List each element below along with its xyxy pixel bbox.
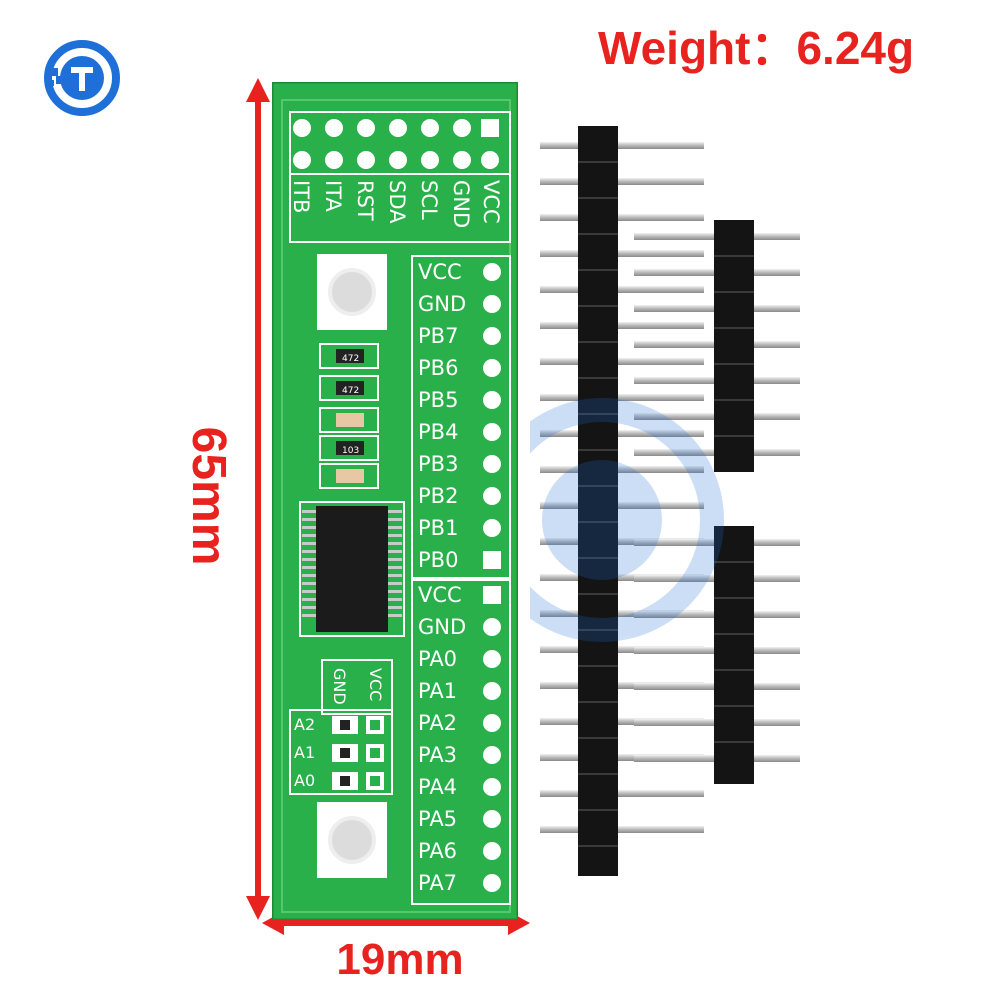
port-a-pin-8: PA6 bbox=[418, 839, 457, 863]
port-a-pin-4: PA2 bbox=[418, 711, 457, 735]
pin-label-itb: ITB bbox=[289, 180, 313, 213]
port-a-pin-3: PA1 bbox=[418, 679, 457, 703]
pin-label-gnd: GND bbox=[449, 180, 473, 228]
pin-label-sda: SDA bbox=[385, 180, 409, 224]
brand-logo bbox=[44, 40, 120, 116]
port-b-labels: VCC GND PB7 PB6 PB5 PB4 PB3 PB2 PB1 PB0 bbox=[418, 260, 466, 572]
address-gnd-label: GND bbox=[330, 668, 349, 705]
resistor-code-3: 103 bbox=[342, 446, 359, 456]
watermark-logo bbox=[530, 398, 724, 642]
resistor-code-2: 472 bbox=[342, 386, 359, 396]
port-b-pin-2: PB7 bbox=[418, 324, 458, 348]
port-b-pin-4: PB5 bbox=[418, 388, 458, 412]
address-vcc-label: VCC bbox=[366, 668, 385, 701]
port-a-pads bbox=[483, 586, 501, 892]
brand-logo-icon bbox=[44, 40, 120, 116]
address-a2-label: A2 bbox=[294, 715, 315, 734]
port-b-pin-5: PB4 bbox=[418, 420, 458, 444]
pin-label-vcc: VCC bbox=[479, 180, 503, 224]
short-pin-header-top bbox=[634, 220, 800, 472]
port-a-pin-2: PA0 bbox=[418, 647, 457, 671]
mounting-hole-top bbox=[317, 254, 387, 330]
address-a1-label: A1 bbox=[294, 743, 315, 762]
port-a-pin-6: PA4 bbox=[418, 775, 457, 799]
address-jumpers: A2 A1 A0 bbox=[294, 715, 384, 790]
port-b-pin-6: PB3 bbox=[418, 452, 458, 476]
port-a-pin-0: VCC bbox=[418, 583, 462, 607]
port-b-pads bbox=[483, 263, 501, 569]
short-pin-header-bottom bbox=[634, 526, 800, 784]
port-a-labels: VCC GND PA0 PA1 PA2 PA3 PA4 PA5 PA6 PA7 bbox=[418, 583, 466, 895]
resistor-code-1: 472 bbox=[342, 354, 359, 364]
port-b-pin-8: PB1 bbox=[418, 516, 458, 540]
ic-chip bbox=[299, 501, 405, 637]
top-header-labels: ITB ITA RST SDA SCL GND VCC bbox=[289, 180, 503, 228]
pcb-board: ITB ITA RST SDA SCL GND VCC 472 472 103 bbox=[272, 82, 518, 920]
port-b-pin-0: VCC bbox=[418, 260, 462, 284]
long-pin-header bbox=[540, 126, 704, 876]
pin-header-strips bbox=[530, 126, 800, 876]
port-a-pin-7: PA5 bbox=[418, 807, 457, 831]
pin-label-ita: ITA bbox=[321, 180, 345, 212]
smd-resistor-array: 472 472 103 bbox=[319, 343, 379, 489]
port-b-pin-7: PB2 bbox=[418, 484, 458, 508]
mounting-hole-bottom bbox=[317, 802, 387, 878]
port-a-pin-5: PA3 bbox=[418, 743, 457, 767]
pin-label-rst: RST bbox=[353, 180, 377, 221]
port-a-pin-9: PA7 bbox=[418, 871, 457, 895]
weight-label: Weight：6.24g bbox=[598, 22, 915, 74]
pin-label-scl: SCL bbox=[417, 180, 441, 220]
height-dimension-arrow bbox=[246, 78, 270, 920]
port-b-pin-9: PB0 bbox=[418, 548, 458, 572]
height-dimension-label: 65mm bbox=[182, 426, 235, 566]
width-dimension-label: 19mm bbox=[336, 935, 464, 984]
port-b-pin-3: PB6 bbox=[418, 356, 458, 380]
address-a0-label: A0 bbox=[294, 771, 315, 790]
port-b-pin-1: GND bbox=[418, 292, 466, 316]
port-a-pin-1: GND bbox=[418, 615, 466, 639]
top-header-pads bbox=[293, 119, 499, 169]
